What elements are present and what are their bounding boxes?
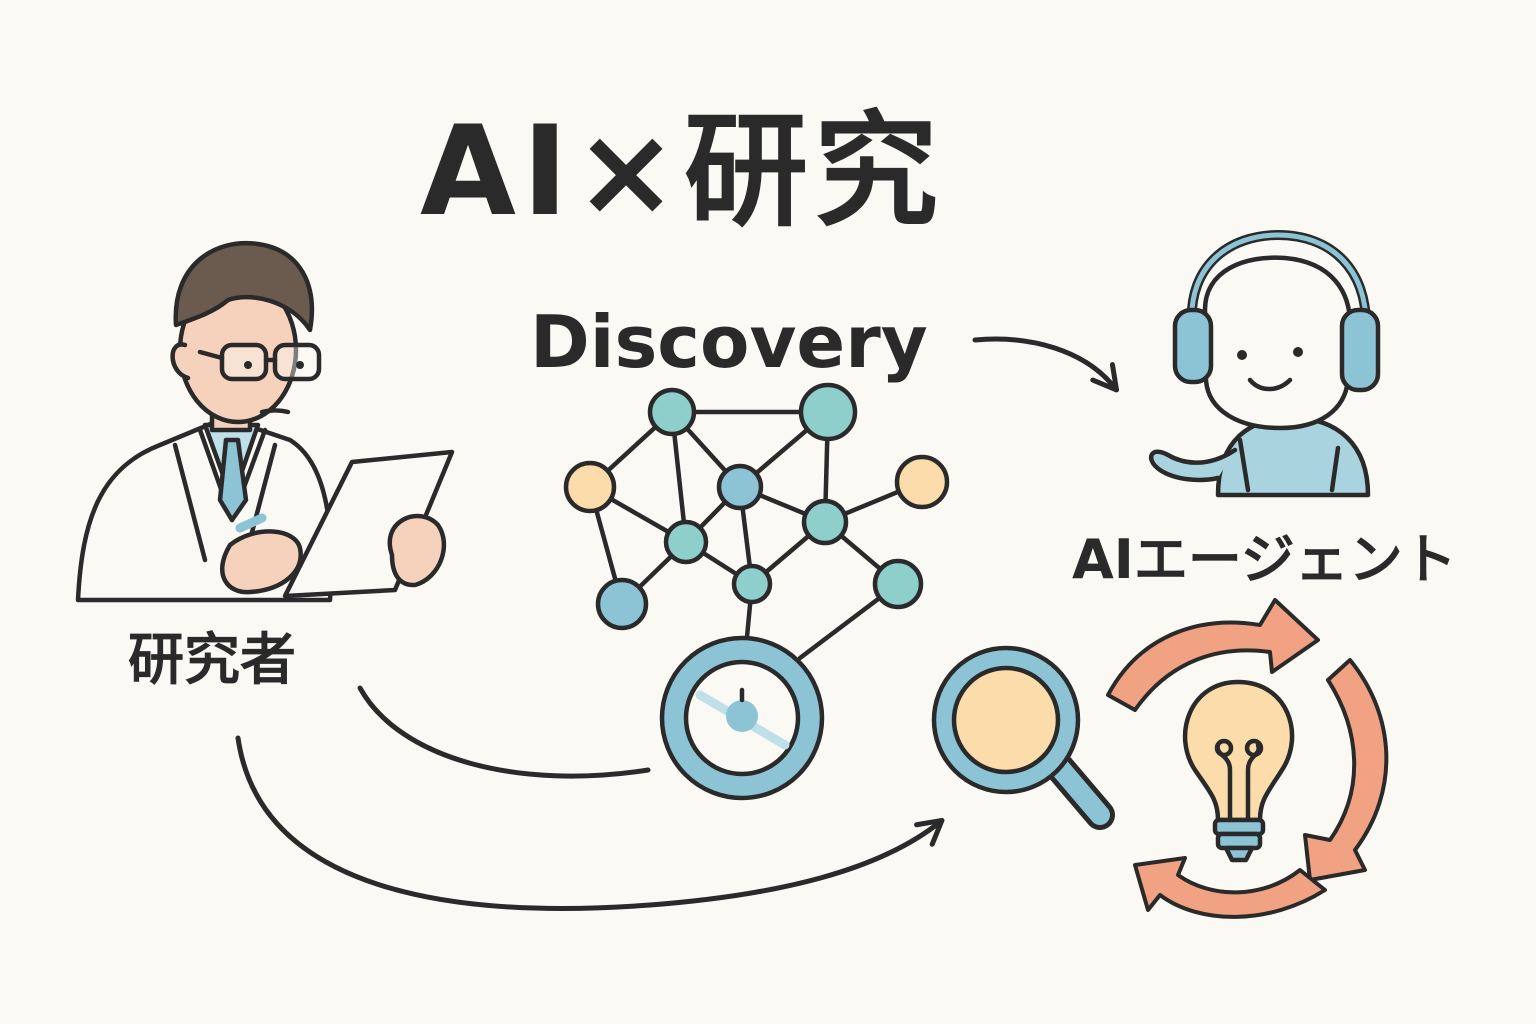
researcher-figure [75, 240, 455, 603]
hair [173, 240, 315, 333]
cycle-arrows-icon [1106, 598, 1389, 919]
network-node [894, 454, 950, 510]
robot-smile [1247, 377, 1293, 392]
network-node [647, 387, 697, 437]
network-node [798, 382, 858, 442]
researcher-label: 研究者 [128, 628, 296, 693]
network-graph-icon [563, 382, 950, 693]
network-node [595, 577, 649, 631]
network-node [731, 563, 773, 605]
tie [217, 437, 249, 523]
clipboard [282, 449, 455, 599]
curve-researcher-to-magnifier [357, 685, 651, 779]
robot-head [1202, 255, 1353, 431]
network-node [801, 498, 849, 546]
ai-agent-label: AIエージェント [1072, 528, 1457, 591]
arrow-researcher-to-search [235, 735, 945, 911]
discovery-label: Discovery [530, 300, 928, 384]
magnifier-icon [659, 635, 825, 801]
hand-left [219, 529, 303, 595]
arrow-discovery-to-agent [972, 336, 1120, 393]
ai-robot-icon [1148, 230, 1381, 498]
headphone-left [1172, 307, 1214, 385]
network-node [663, 519, 709, 565]
diagram-title: AI×研究 [420, 100, 945, 244]
robot-arm [1148, 447, 1238, 483]
headphone-right [1339, 307, 1381, 393]
search-icon [931, 645, 1115, 830]
network-node [716, 463, 764, 511]
network-node [563, 460, 617, 514]
glasses-icon [197, 342, 322, 382]
ear [170, 342, 191, 381]
lightbulb-icon [1182, 679, 1295, 863]
hand-right [387, 513, 447, 588]
pen [235, 513, 267, 533]
network-node [872, 558, 924, 610]
